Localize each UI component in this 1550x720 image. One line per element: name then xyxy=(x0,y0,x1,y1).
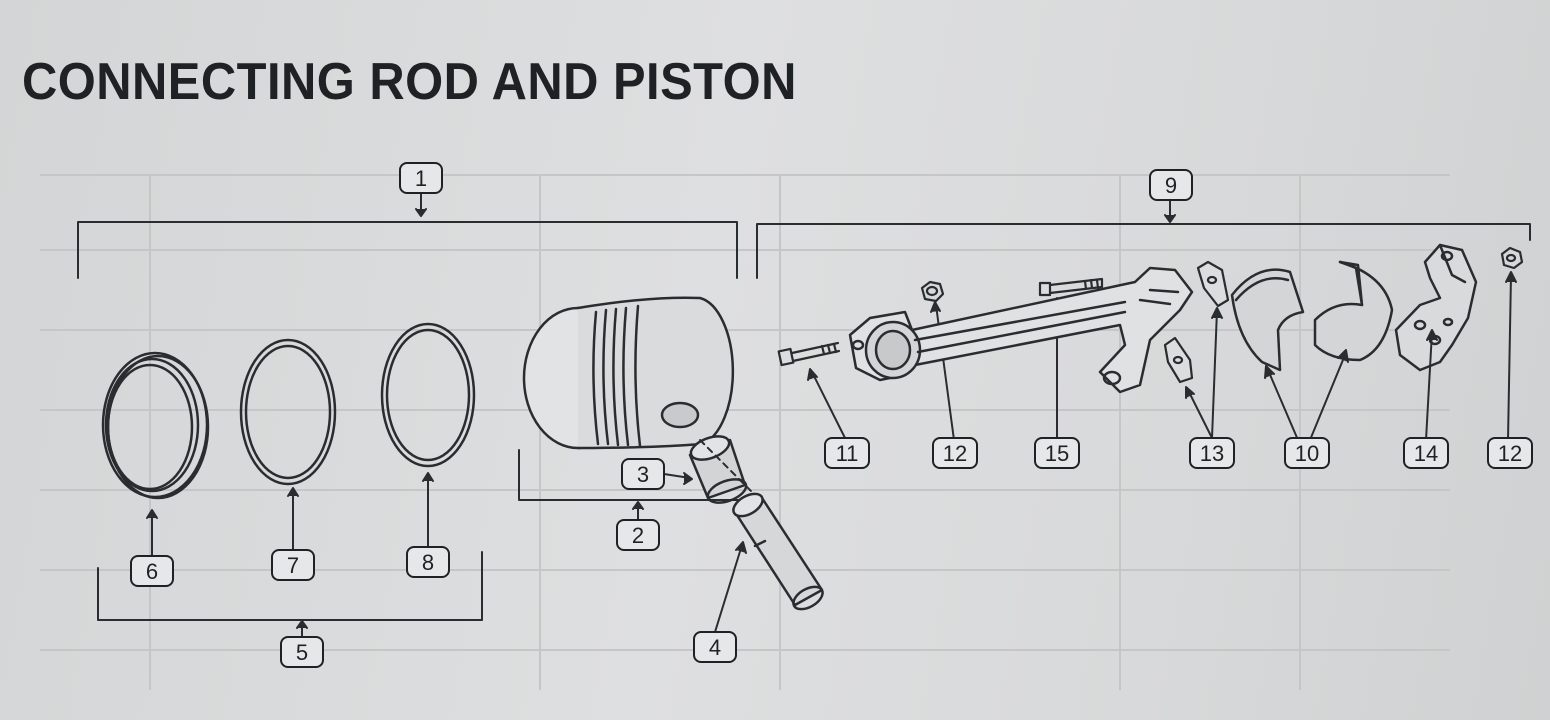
pin-bushing-3 xyxy=(688,435,748,504)
callout-1: 1 xyxy=(415,166,427,191)
callout-14-box xyxy=(1403,437,1449,469)
callout-6: 6 xyxy=(146,559,158,584)
bracket-9 xyxy=(756,223,1531,279)
callout-11-box xyxy=(824,437,870,469)
callout-6-box xyxy=(130,555,174,587)
nut-12a xyxy=(920,280,945,303)
callout-5: 5 xyxy=(296,640,308,665)
callout-3: 3 xyxy=(637,462,649,487)
callout-15-box xyxy=(1034,437,1080,469)
callout-10-box xyxy=(1284,437,1330,469)
piston-pin-4 xyxy=(732,492,824,611)
leader-11 xyxy=(811,371,846,439)
shim-13 xyxy=(1163,260,1230,384)
leader-13 xyxy=(1187,309,1218,439)
callout-12a: 12 xyxy=(943,441,967,466)
piston-ring-7 xyxy=(239,338,337,486)
leader-14 xyxy=(1425,331,1433,441)
callout-2-box xyxy=(616,519,660,551)
connecting-rod xyxy=(848,266,1194,394)
callout-13: 13 xyxy=(1200,441,1224,466)
nut-12b xyxy=(1500,246,1524,270)
piston-ring-8 xyxy=(380,322,476,468)
bolt-11 xyxy=(777,341,841,367)
leader-4 xyxy=(714,544,743,633)
callout-12b-box xyxy=(1487,437,1533,469)
background-bleedthrough xyxy=(40,174,1450,690)
callout-3-box xyxy=(621,458,665,490)
piston xyxy=(522,296,735,450)
callout-1-box xyxy=(399,162,443,194)
bolt-15 xyxy=(1038,277,1104,297)
callout-8: 8 xyxy=(422,550,434,575)
callout-14: 14 xyxy=(1414,441,1438,466)
callout-7-box xyxy=(271,549,315,581)
page-title: CONNECTING ROD AND PISTON xyxy=(22,53,797,111)
callout-7: 7 xyxy=(287,553,299,578)
callout-5-box xyxy=(280,636,324,668)
callout-4-box xyxy=(693,631,737,663)
callout-12b: 12 xyxy=(1498,441,1522,466)
bracket-1 xyxy=(77,221,738,279)
callout-13-box xyxy=(1189,437,1235,469)
callout-8-box xyxy=(406,546,450,578)
leader-10 xyxy=(1267,354,1346,441)
bracket-5 xyxy=(97,551,483,621)
callout-4: 4 xyxy=(709,635,721,660)
callout-9-box xyxy=(1149,169,1193,201)
callout-10: 10 xyxy=(1295,441,1319,466)
callout-9: 9 xyxy=(1165,173,1177,198)
bearing-shell-10 xyxy=(1230,260,1394,372)
callout-11: 11 xyxy=(836,441,859,466)
callout-15: 15 xyxy=(1045,441,1069,466)
bracket-2 xyxy=(518,449,761,501)
callout-2: 2 xyxy=(632,523,644,548)
bearing-cap-14 xyxy=(1394,243,1478,372)
piston-ring-6 xyxy=(101,351,210,500)
callout-12a-box xyxy=(932,437,978,469)
leader-12b xyxy=(1507,274,1512,441)
